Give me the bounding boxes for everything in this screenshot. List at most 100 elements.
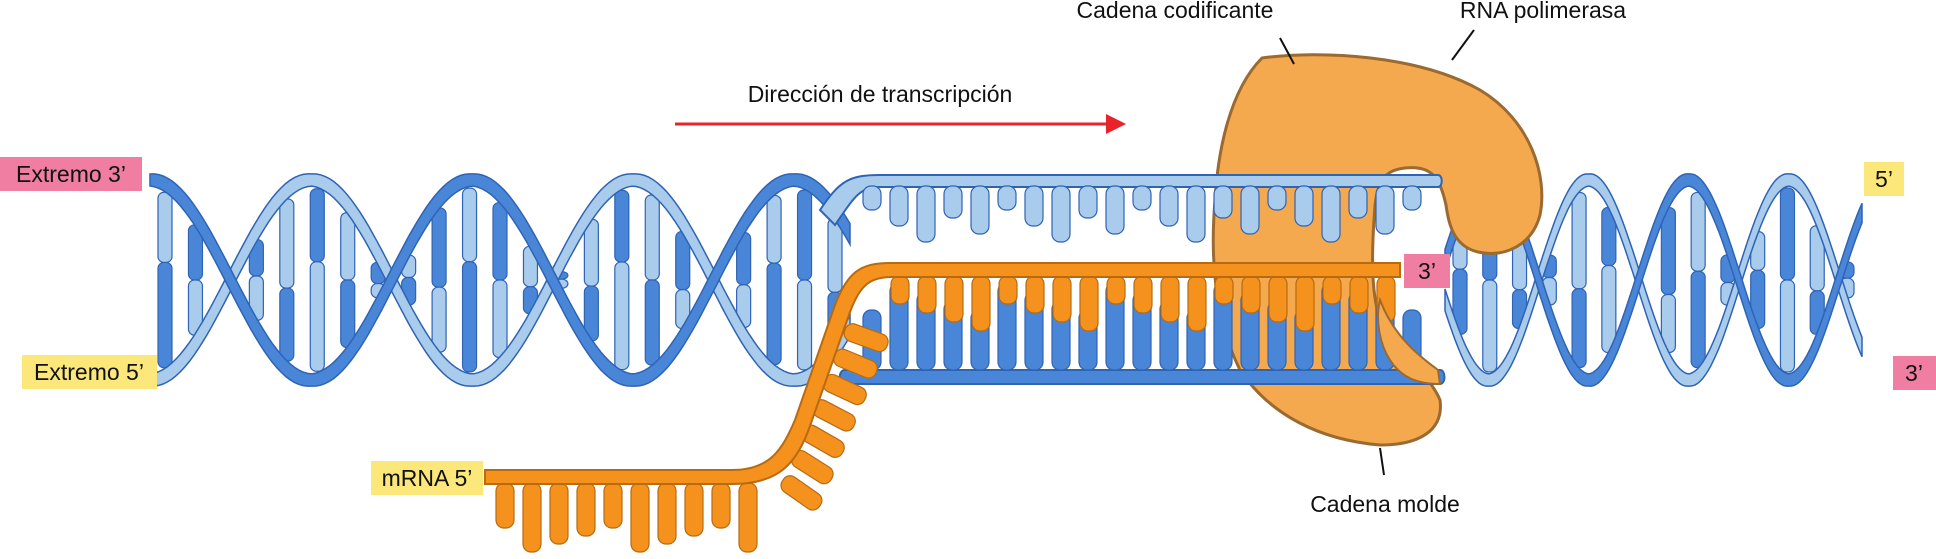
rna-base	[549, 482, 569, 545]
rna-3-tag	[1404, 254, 1450, 288]
base-pair	[461, 187, 478, 263]
end3-right-label: 3’	[1905, 360, 1923, 386]
coding-base	[862, 185, 882, 211]
rna-base	[1025, 275, 1045, 314]
rna-base	[495, 482, 515, 529]
base-pair	[157, 191, 173, 264]
base-pair	[827, 217, 843, 293]
coding-base	[1186, 185, 1206, 243]
rna-base	[1106, 275, 1126, 305]
rna-base	[944, 275, 964, 323]
coding-base	[889, 185, 909, 227]
rna-base	[1322, 275, 1342, 305]
coding-base	[1051, 185, 1071, 243]
base-pair	[766, 194, 782, 264]
rna-base	[657, 482, 677, 545]
base-pair	[340, 279, 356, 349]
base-pair	[796, 279, 813, 371]
end5-left-tag	[22, 355, 157, 389]
end3-left-label: Extremo 3’	[16, 161, 126, 187]
coding-base	[1240, 185, 1260, 235]
base-pair	[1690, 270, 1706, 369]
rna-base	[711, 482, 731, 529]
base-pair	[644, 194, 660, 281]
rna-base	[890, 275, 910, 305]
rna-base	[1214, 275, 1234, 305]
coding-base	[1321, 185, 1341, 243]
base-pair	[492, 279, 508, 359]
base-pair	[1571, 191, 1587, 290]
rna-base	[1349, 275, 1369, 314]
rna-base	[780, 475, 823, 511]
end3-left-tag	[0, 157, 142, 191]
coding-base	[943, 185, 963, 219]
coding-base	[1159, 185, 1179, 227]
base-pair	[309, 188, 325, 263]
polymerase-label: RNA polimerasa	[1460, 0, 1626, 23]
coding-strand-backbone	[818, 174, 1443, 227]
coding-base	[1294, 185, 1314, 227]
rna-base	[1295, 275, 1315, 332]
dna-strand	[149, 173, 851, 387]
rna-base	[998, 275, 1018, 305]
dna-strand	[1444, 173, 1863, 387]
coding-base	[1213, 185, 1233, 219]
base-pair	[1482, 279, 1498, 373]
base-pair	[431, 207, 447, 288]
rna-base	[738, 482, 758, 553]
coding-base	[970, 185, 990, 235]
coding-base	[1402, 185, 1422, 211]
base-pair	[1779, 279, 1796, 373]
coding-base	[1348, 185, 1368, 219]
rna-3-label: 3’	[1418, 258, 1436, 284]
template-strand-label: Cadena molde	[1310, 491, 1460, 517]
coding-strand-bases	[862, 185, 1422, 243]
base-pair	[279, 198, 295, 289]
base-pair	[309, 261, 325, 372]
template-strand-backbone	[838, 369, 1446, 385]
base-pair	[157, 261, 173, 369]
base-pair	[1690, 191, 1706, 272]
template-strand-pointer	[1379, 447, 1385, 476]
end5-right-tag	[1864, 162, 1904, 196]
coding-base	[997, 185, 1017, 211]
base-pair	[279, 287, 295, 362]
base-pair	[614, 261, 630, 371]
rna-polymerase-front	[1377, 296, 1442, 386]
coding-base	[1024, 185, 1044, 227]
coding-base	[1132, 185, 1152, 211]
base-pair	[644, 279, 660, 366]
end5-right-label: 5’	[1875, 166, 1893, 192]
base-pair	[614, 189, 630, 263]
coding-strand-label: Cadena codificante	[1077, 0, 1274, 23]
mrna-5-label: mRNA 5’	[382, 465, 473, 491]
rna-base	[917, 275, 937, 314]
end5-left-label: Extremo 5’	[34, 359, 144, 385]
rna-base	[1052, 275, 1072, 323]
rna-base	[522, 482, 542, 553]
coding-base	[1105, 185, 1125, 235]
mrna-backbone	[484, 262, 1401, 485]
rna-base	[1241, 275, 1261, 314]
coding-base	[916, 185, 936, 243]
rna-base	[684, 482, 704, 537]
coding-base	[1375, 185, 1395, 235]
base-pair	[1571, 288, 1587, 369]
base-pair	[340, 211, 356, 281]
base-pair	[461, 261, 478, 373]
base-pair	[492, 201, 508, 281]
rna-base	[971, 275, 991, 332]
dna-helix-left	[149, 173, 851, 387]
rna-base	[843, 323, 889, 353]
direction-arrowhead	[1106, 114, 1126, 134]
mrna-bases	[495, 275, 1396, 553]
coding-base	[1267, 185, 1287, 211]
polymerase-pointer	[1451, 29, 1475, 61]
rna-base	[1268, 275, 1288, 323]
rna-base	[1133, 275, 1153, 314]
rna-base	[1160, 275, 1180, 323]
base-pair	[1779, 187, 1796, 281]
coding-base	[1078, 185, 1098, 219]
dna-strand	[1444, 173, 1863, 387]
